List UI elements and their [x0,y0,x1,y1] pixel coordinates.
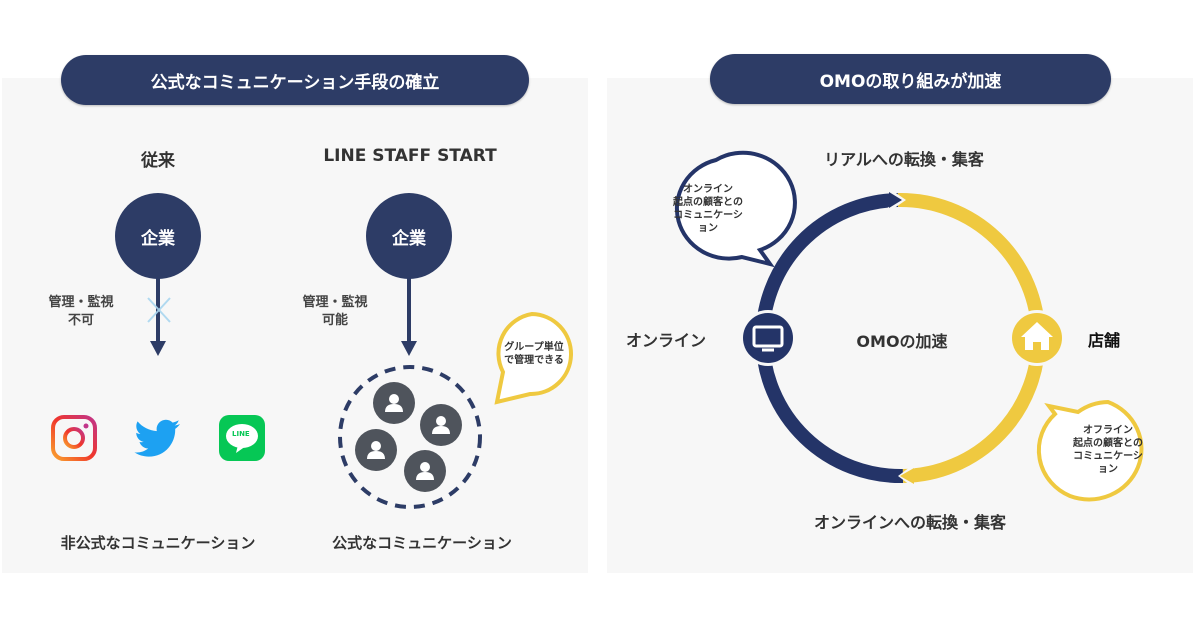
user-icon [355,429,397,471]
monitor-node [740,310,796,366]
group-bubble-line2: で管理できる [504,355,564,366]
omo-acceleration-label: OMOの加速 [856,332,948,351]
after-arrow-label: 管理・監視 可能 [302,294,368,330]
online-conversion-label: オンラインへの転換・集客 [813,513,1007,532]
after-heading: LINE STAFF START [323,146,497,166]
before-heading: 従来 [141,151,175,171]
twitter-icon [134,419,180,457]
group-bubble-line1: グループ単位 [504,342,564,353]
offline-bubble-line1: オフライン [1083,425,1133,436]
group-bubble-text: グループ単位 で管理できる [496,341,572,367]
store-node [1009,310,1065,366]
before-arrow-label: 管理・監視 不可 [48,294,114,330]
offline-bubble-line4: ョン [1098,464,1118,475]
official-communication-label: 公式なコミュニケーション [332,534,512,552]
line-icon-text: LINE [232,430,250,438]
blocked-cross-icon [147,297,171,323]
user-icon [404,450,446,492]
offline-bubble-line3: コミュニケーシ [1073,451,1143,462]
staff-group-circle [338,365,482,509]
online-communication-bubble [674,150,797,268]
online-bubble-line1: オンライン [683,184,733,195]
left-panel [2,78,588,573]
company-node-after: 企業 [366,193,452,279]
online-label: オンライン [626,331,707,350]
company-node-before: 企業 [115,193,201,279]
group-management-bubble [494,311,573,405]
offline-communication-bubble [1036,399,1144,502]
after-arrow-label-line1: 管理・監視 [302,295,368,310]
user-icon [420,404,462,446]
arrow-after [401,278,417,356]
top-arrow-head [889,192,902,208]
online-bubble-line3: コミュニケーシ [673,210,743,221]
store-label: 店舗 [1088,331,1121,350]
after-arrow-label-line2: 可能 [321,313,348,328]
before-arrow-label-line1: 管理・監視 [48,295,114,310]
bottom-arrow-head [900,468,914,484]
real-conversion-label: リアルへの転換・集客 [824,150,984,169]
user-icon [373,382,415,424]
left-title-banner: 公式なコミュニケーション手段の確立 [61,55,529,105]
right-title-banner: OMOの取り組みが加速 [710,54,1111,104]
online-bubble-line4: ョン [698,223,718,234]
monitor-icon [752,325,784,352]
unofficial-communication-label: 非公式なコミュニケーション [60,534,256,552]
online-bubble-line2: 起点の顧客との [673,197,743,208]
offline-bubble-text: オフライン 起点の顧客との コミュニケーシ ョン [1060,424,1156,476]
house-icon [1021,322,1053,350]
staff-user-icons [355,382,462,492]
before-arrow-label-line2: 不可 [67,313,94,328]
instagram-icon [51,415,97,461]
online-bubble-text: オンライン 起点の顧客との コミュニケーシ ョン [660,183,756,235]
line-app-icon [219,415,265,461]
offline-bubble-line2: 起点の顧客との [1073,438,1143,449]
